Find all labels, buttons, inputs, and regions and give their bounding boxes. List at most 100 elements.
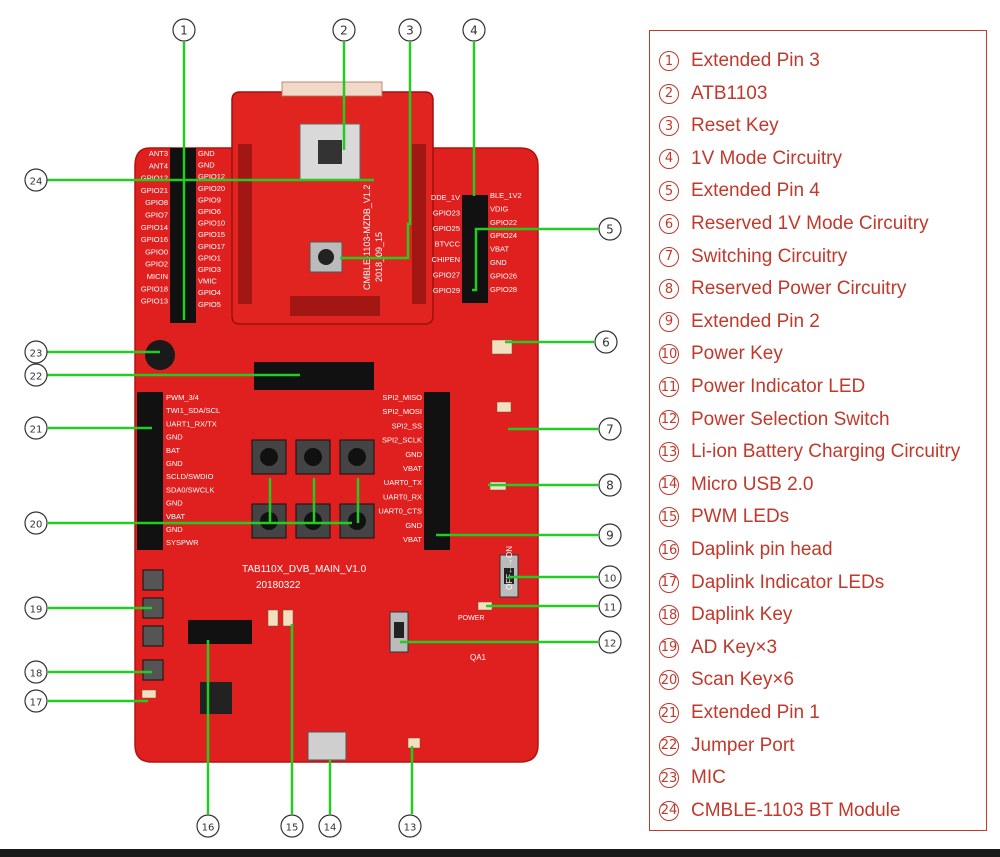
pin-label: GPIO5	[198, 300, 221, 309]
legend-label: Extended Pin 4	[691, 180, 820, 202]
pin-label: SPI2_MOSI	[382, 407, 422, 416]
legend-number: 7	[659, 246, 679, 267]
qa-text: QA1	[470, 653, 487, 662]
pin-label: VBAT	[403, 535, 422, 544]
pin-label: GPIO6	[198, 207, 221, 216]
legend-number: 1	[659, 51, 679, 71]
pin-label: UART1_RX/TX	[166, 419, 217, 428]
pin-label: SDA0/SWCLK	[166, 485, 214, 494]
legend-number: 24	[659, 800, 679, 821]
callout-number: 10	[604, 574, 617, 585]
pin-label: DDE_1V	[431, 193, 460, 202]
legend-label: Power Indicator LED	[691, 376, 866, 397]
legend-label: Power Key	[691, 343, 783, 365]
legend-label: Jumper Port	[691, 734, 795, 756]
callout-number: 6	[602, 336, 610, 350]
callout-3: 3	[398, 18, 422, 42]
pin-label: PWM_3/4	[166, 393, 199, 402]
callout-7: 7	[598, 417, 622, 441]
pin-label: SPI2_SCLK	[382, 436, 422, 445]
callout-22: 22	[24, 363, 48, 387]
pin-label: GPIO28	[490, 285, 517, 294]
legend-number: 10	[659, 344, 679, 365]
legend-label: Extended Pin 2	[691, 310, 820, 332]
pin-label: GND	[166, 525, 183, 534]
legend-label: Daplink Key	[691, 604, 793, 626]
pin-label: GND	[166, 499, 183, 508]
pin-label: SCLD/SWDIO	[166, 472, 214, 481]
board-date: 20180322	[256, 580, 301, 591]
pin-label: GND	[490, 258, 507, 267]
callout-8: 8	[598, 473, 622, 497]
pin-label: GPIO15	[198, 230, 225, 239]
legend-label: Daplink pin head	[691, 539, 833, 560]
callout-14: 14	[318, 814, 342, 838]
legend-number: 15	[659, 507, 679, 528]
board-diagram: TAB110X_DVB_MAIN_V1.0 20180322 CMBLE-110…	[24, 18, 622, 838]
pin-label: GND	[166, 459, 183, 468]
legend-label: Power Selection Switch	[691, 408, 890, 430]
callout-number: 18	[30, 669, 43, 680]
legend-item-20: 20 Scan Key×6	[659, 666, 794, 694]
callout-15: 15	[280, 814, 304, 838]
legend-label: AD Key×3	[691, 636, 778, 658]
legend-label: Reset Key	[691, 115, 779, 137]
pin-label: GPIO18	[141, 284, 168, 293]
callout-number: 19	[30, 605, 43, 616]
legend-label: Micro USB 2.0	[691, 473, 814, 495]
bottom-bar	[0, 849, 1000, 857]
pin-label: GPIO21	[141, 186, 168, 195]
callout-13: 13	[398, 814, 422, 838]
daplink-key	[142, 659, 164, 681]
mic	[145, 340, 175, 370]
callout-number: 7	[606, 423, 614, 437]
legend-label: Li-ion Battery Charging Circuitry	[691, 441, 961, 463]
pin-label: GPIO17	[198, 242, 225, 251]
pin-label: BAT	[166, 446, 180, 455]
pin-label: GPIO1	[198, 253, 221, 262]
legend-number: 13	[659, 442, 679, 463]
legend-number: 17	[659, 572, 679, 593]
pin-label: MICIN	[147, 272, 168, 281]
callout-17: 17	[24, 689, 48, 713]
pin-label: UART0_TX	[384, 478, 422, 487]
legend-label: Scan Key×6	[691, 669, 794, 691]
pin-label: TWI1_SDA/SCL	[166, 406, 220, 415]
module-header-left	[238, 144, 252, 304]
callout-19: 19	[24, 596, 48, 620]
legend-item-10: 10 Power Key	[659, 340, 783, 368]
pin-label: SYSPWR	[166, 538, 199, 547]
pin-label: GPIO3	[198, 265, 221, 274]
callout-number: 4	[470, 24, 478, 38]
pin-label: ANT3	[149, 149, 168, 158]
callout-number: 21	[30, 425, 43, 436]
pin-label: ANT4	[149, 161, 168, 170]
callout-number: 16	[202, 823, 215, 834]
callout-20: 20	[24, 511, 48, 535]
legend-number: 23	[659, 768, 679, 789]
board-name: TAB110X_DVB_MAIN_V1.0	[242, 564, 367, 575]
callout-number: 5	[606, 223, 614, 237]
legend-number: 20	[659, 670, 679, 691]
callout-5: 5	[598, 217, 622, 241]
legend-label: Reserved Power Circuitry	[691, 278, 907, 300]
micro-usb	[307, 731, 347, 761]
callout-number: 24	[30, 177, 43, 188]
callout-number: 13	[404, 823, 417, 834]
ad-keys	[142, 569, 164, 647]
callout-number: 14	[324, 823, 337, 834]
bt-module-board	[231, 91, 434, 325]
callout-number: 15	[286, 823, 299, 834]
pin-label: VDIG	[490, 204, 509, 213]
pin-label: GND	[198, 149, 215, 158]
callout-12: 12	[598, 630, 622, 654]
pin-label: GND	[166, 433, 183, 442]
callout-number: 11	[604, 603, 617, 614]
